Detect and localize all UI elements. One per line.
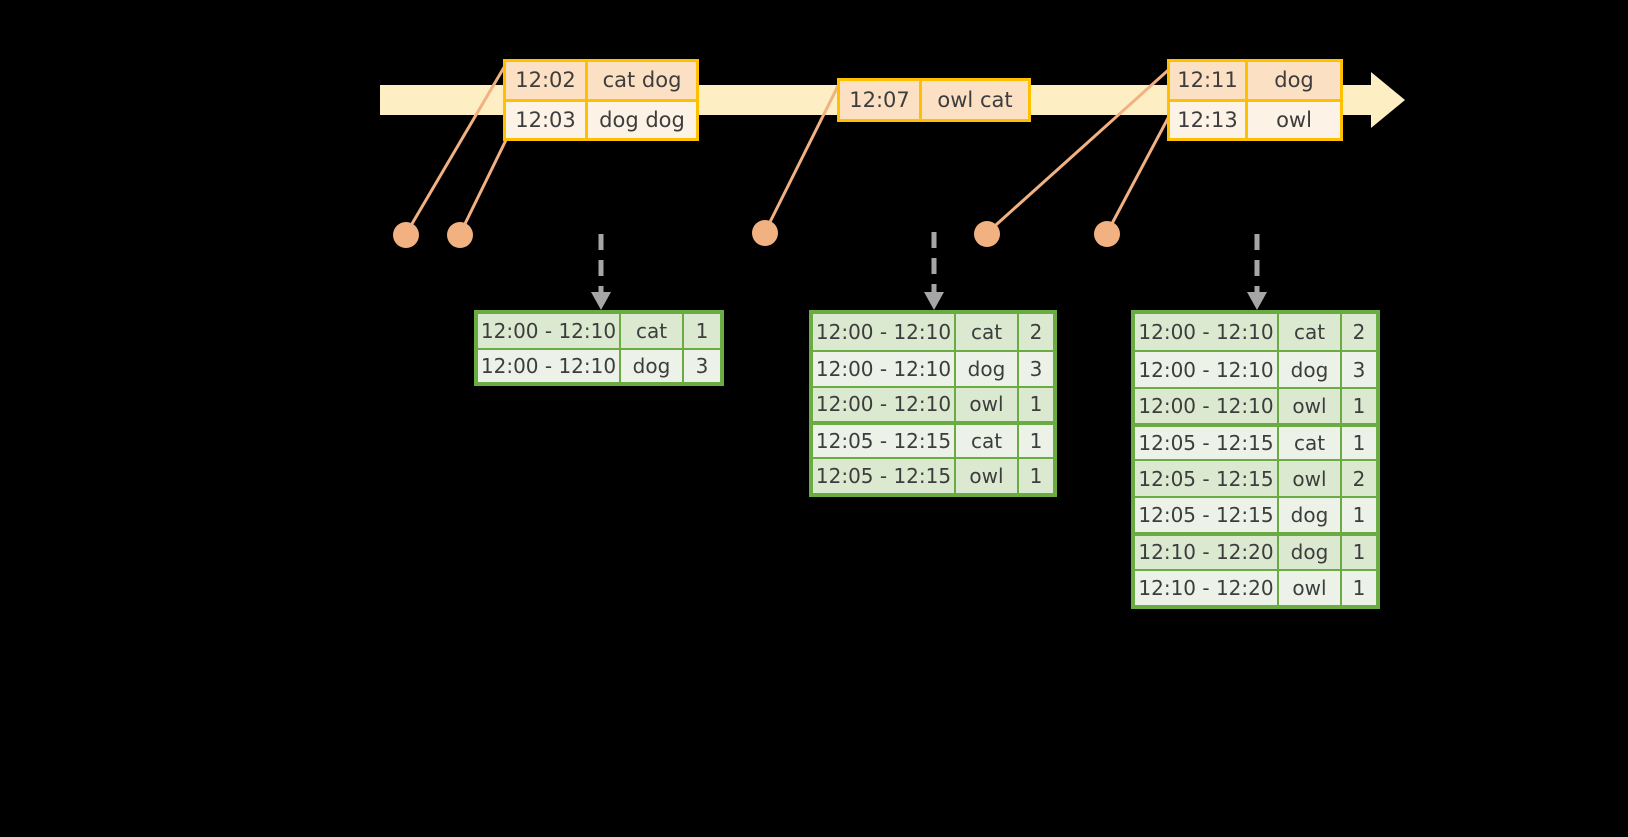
event-box-3[interactable]: 12:11 dog 12:13 owl (1167, 59, 1343, 141)
window-cell: 12:05 - 12:15 (1135, 427, 1279, 460)
key-cell: cat (1279, 314, 1342, 351)
window-cell: 12:00 - 12:10 (1135, 388, 1279, 424)
count-cell: 1 (1352, 393, 1366, 418)
event-row: 12:13 owl (1170, 98, 1340, 138)
count-cell: 2 (1352, 466, 1366, 491)
event-value: owl (1276, 107, 1312, 132)
window-cell: 12:00 - 12:10 (813, 351, 956, 386)
event-time: 12:13 (1170, 101, 1248, 138)
count-cell: 3 (1352, 357, 1366, 382)
window-cell: 12:00 - 12:10 (813, 387, 956, 422)
connector-line-2 (458, 139, 508, 235)
event-row: 12:07 owl cat (840, 81, 1028, 119)
event-marker-1 (393, 222, 419, 248)
dashed-arrow-1 (591, 234, 611, 310)
count-cell: 2 (1352, 320, 1366, 345)
window-cell: 12:05 - 12:15 (813, 425, 956, 458)
key-cell: cat (621, 314, 684, 348)
count-cell: 1 (1029, 464, 1043, 489)
window-cell: 12:00 - 12:10 (1135, 314, 1279, 351)
count-cell: 1 (695, 318, 709, 343)
window-cell: 12:00 - 12:10 (1135, 352, 1279, 387)
event-row: 12:03 dog dog (506, 98, 696, 138)
event-value: owl cat (937, 88, 1013, 112)
key-cell: cat (956, 425, 1019, 458)
event-value: cat dog (602, 68, 682, 93)
connector-line-5 (1105, 104, 1177, 234)
count-cell: 1 (1352, 575, 1366, 600)
event-row: 12:11 dog (1170, 62, 1340, 99)
event-time: 12:02 (506, 62, 588, 99)
event-box-2[interactable]: 12:07 owl cat (837, 78, 1031, 122)
event-time: 12:07 (840, 81, 922, 119)
count-cell: 3 (695, 353, 709, 378)
count-cell: 3 (1029, 356, 1043, 381)
event-time: 12:11 (1170, 62, 1248, 99)
key-cell: owl (1279, 461, 1342, 496)
count-cell: 1 (1352, 540, 1366, 565)
dashed-arrow-3 (1247, 234, 1267, 310)
count-cell: 1 (1352, 503, 1366, 528)
key-cell: cat (956, 314, 1019, 350)
key-cell: dog (1279, 536, 1342, 569)
key-cell: dog (621, 349, 684, 382)
window-cell: 12:10 - 12:20 (1135, 536, 1279, 569)
event-row: 12:02 cat dog (506, 62, 696, 99)
key-cell: owl (956, 459, 1019, 493)
window-cell: 12:05 - 12:15 (1135, 461, 1279, 496)
window-cell: 12:10 - 12:20 (1135, 570, 1279, 606)
window-cell: 12:05 - 12:15 (813, 459, 956, 493)
event-marker-5 (1094, 221, 1120, 247)
event-marker-4 (974, 221, 1000, 247)
event-value: dog dog (599, 107, 685, 132)
window-cell: 12:00 - 12:10 (478, 349, 621, 382)
key-cell: cat (1279, 427, 1342, 460)
window-cell: 12:00 - 12:10 (478, 314, 621, 348)
key-cell: owl (1279, 570, 1342, 606)
key-cell: dog (1279, 497, 1342, 533)
count-cell: 1 (1029, 429, 1043, 454)
key-cell: dog (1279, 352, 1342, 387)
count-cell: 1 (1029, 392, 1043, 417)
count-cell: 1 (1352, 431, 1366, 456)
event-value: dog (1274, 68, 1314, 93)
window-cell: 12:05 - 12:15 (1135, 497, 1279, 533)
key-cell: dog (956, 351, 1019, 386)
event-marker-3 (752, 220, 778, 246)
dashed-arrow-2 (924, 232, 944, 310)
key-cell: owl (1279, 388, 1342, 424)
timeline-arrowhead (1371, 72, 1405, 128)
event-box-1[interactable]: 12:02 cat dog 12:03 dog dog (503, 59, 699, 141)
count-cell: 2 (1029, 319, 1043, 344)
event-time: 12:03 (506, 101, 588, 138)
event-marker-2 (447, 222, 473, 248)
window-cell: 12:00 - 12:10 (813, 314, 956, 350)
key-cell: owl (956, 387, 1019, 422)
